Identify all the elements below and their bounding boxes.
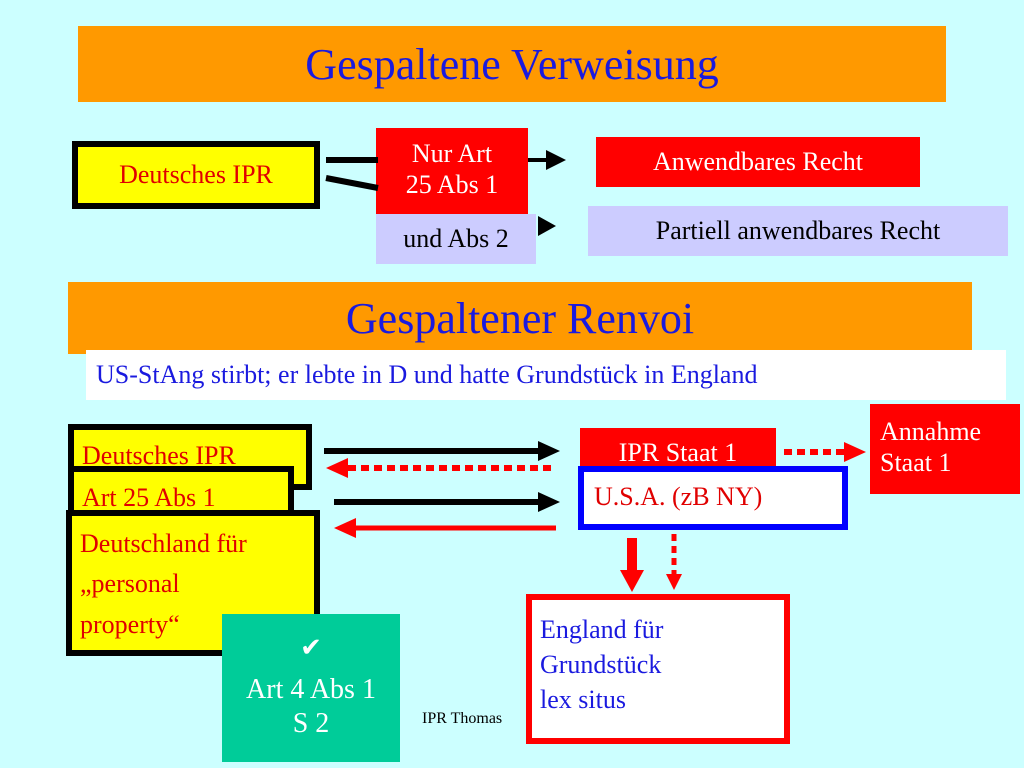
box-anwendbares-recht: Anwendbares Recht	[596, 137, 920, 187]
box-deutsches-ipr-2-label: Deutsches IPR	[82, 441, 236, 470]
nur-art-line2: 25 Abs 1	[405, 170, 499, 200]
arrow-dotted-to-england-head	[666, 574, 682, 590]
anwendbares-label: Anwendbares Recht	[652, 147, 864, 176]
annahme-line1: Annahme	[880, 417, 982, 446]
arrow-to-annahme-head	[844, 442, 866, 462]
arrow-usa-to-england-head	[620, 570, 644, 592]
arrow-ipr-to-staat-head	[538, 441, 560, 461]
arrow-art25-to-usa-head	[538, 492, 560, 512]
case-text: US-StAng stirbt; er lebte in D und hatte…	[96, 360, 758, 389]
box-deutsches-ipr-1: Deutsches IPR	[72, 141, 320, 209]
england-line2: Grundstück	[540, 650, 662, 680]
title-text-1: Gespaltene Verweisung	[305, 40, 719, 89]
personal-line3: property“	[80, 609, 180, 639]
nur-art-line1: Nur Art	[411, 139, 493, 168]
personal-line1: Deutschland für	[80, 529, 247, 558]
footer-author-text: IPR Thomas	[422, 710, 503, 727]
annahme-line2: Staat 1	[880, 448, 952, 478]
personal-line2: „personal	[80, 569, 180, 599]
box-usa: U.S.A. (zB NY)	[578, 466, 848, 530]
connector-ipr-bottom	[325, 175, 379, 191]
box-und-abs-2: und Abs 2	[376, 214, 536, 264]
usa-label: U.S.A. (zB NY)	[594, 482, 763, 511]
check-icon: ✔	[300, 633, 322, 662]
box-art-4-abs-1: ✔ Art 4 Abs 1 S 2	[222, 614, 400, 762]
box-deutsches-ipr-1-label: Deutsches IPR	[78, 147, 314, 203]
box-nur-art-25: Nur Art 25 Abs 1	[376, 128, 528, 214]
footer-author: IPR Thomas	[422, 710, 502, 728]
box-art25-label: Art 25 Abs 1	[82, 483, 216, 512]
title-text-2: Gespaltener Renvoi	[345, 294, 695, 343]
england-line1: England für	[540, 615, 664, 644]
arrow-dotted-back-head	[326, 458, 348, 478]
box-annahme-staat-1: Annahme Staat 1	[870, 404, 1020, 494]
box-partiell-anwendbares-recht: Partiell anwendbares Recht	[588, 206, 1008, 256]
title-gespaltene-verweisung: Gespaltene Verweisung	[78, 26, 946, 102]
partiell-label: Partiell anwendbares Recht	[655, 216, 941, 245]
england-line3: lex situs	[540, 685, 626, 715]
arrow-to-anwendbares-head	[546, 150, 566, 170]
title-gespaltener-renvoi: Gespaltener Renvoi	[68, 282, 972, 354]
ipr-staat-label: IPR Staat 1	[618, 438, 738, 467]
box-england-grundstueck: England für Grundstück lex situs	[526, 594, 790, 744]
green-line1: Art 4 Abs 1	[246, 674, 376, 706]
arrow-to-partiell-head	[538, 216, 556, 236]
und-abs-label: und Abs 2	[403, 224, 509, 253]
case-text-box: US-StAng stirbt; er lebte in D und hatte…	[86, 350, 1006, 400]
green-line2: S 2	[292, 707, 330, 739]
arrow-usa-back-head	[334, 518, 356, 538]
